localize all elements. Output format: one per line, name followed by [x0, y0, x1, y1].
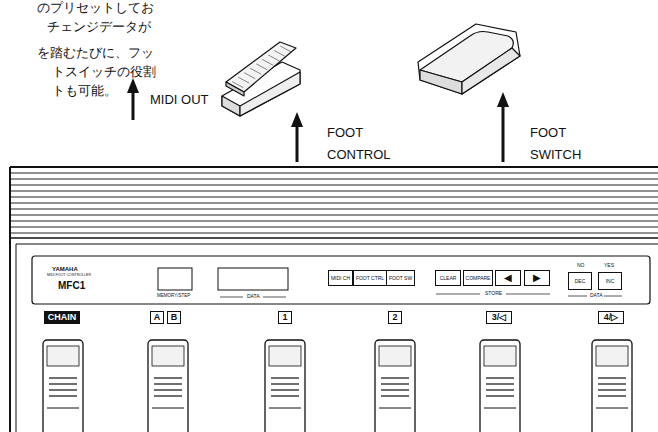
panel-button: DEC [568, 272, 592, 290]
button-text: FOOT CTRL [356, 276, 384, 281]
switch-label-box: A [150, 311, 164, 324]
panel-button: ▶ [524, 270, 550, 286]
button-text: 2 [392, 313, 397, 322]
caption-text: トスイッチの役割 [52, 65, 156, 79]
foot-control-pedal [222, 42, 300, 116]
switch-label-box: 1 [278, 311, 292, 324]
panel-button: FOOT CTRL [353, 270, 387, 286]
switch-label-box: 3/◁ [486, 311, 512, 324]
panel-legend: MEMORY/STEP [156, 294, 191, 299]
mfc1-housing [10, 167, 658, 432]
button-text: CHAIN [48, 313, 77, 322]
port-label: MIDI OUT [150, 93, 209, 107]
switch-label-box: B [167, 311, 181, 324]
button-text: A [154, 313, 161, 322]
panel-button: COMPARE [463, 270, 493, 286]
pedal-switch [480, 340, 520, 432]
model-subtitle: MIDI FOOT CONTROLLER [47, 274, 91, 278]
caption-text: チェンジデータが [47, 20, 151, 34]
panel-legend: STORE [484, 291, 503, 297]
model-name: MFC1 [58, 280, 85, 291]
button-text: ◀ [504, 273, 512, 283]
foot-switch-pedal [418, 24, 520, 94]
panel-legend: DATA [246, 294, 261, 300]
button-text: CLEAR [440, 276, 457, 281]
panel-legend: DATA [589, 293, 604, 299]
button-text: B [171, 313, 178, 322]
panel-legend: YES [604, 263, 614, 269]
button-text: MIDI CH [331, 276, 350, 281]
button-text: 1 [282, 313, 287, 322]
button-text: 4/▷ [604, 313, 619, 322]
panel-button: INC [598, 272, 622, 290]
panel-button: MIDI CH [328, 270, 353, 286]
pedal-switch [375, 340, 415, 432]
brand-logo: YAMAHA [52, 266, 78, 273]
button-text: DEC [575, 279, 586, 284]
panel-legend: NO [577, 263, 585, 269]
panel-button: ◀ [495, 270, 521, 286]
pedal-switch [265, 340, 305, 432]
panel-button: FOOT SW [386, 270, 415, 286]
switch-label-box: CHAIN [44, 311, 80, 324]
panel-button: CLEAR [435, 270, 461, 286]
pedal-switch [592, 340, 632, 432]
switch-label-box: 4/▷ [598, 311, 624, 324]
caption-text: を踏むたびに、フッ [37, 46, 154, 60]
port-label: FOOT CONTROL [327, 122, 391, 166]
button-text: ▶ [533, 273, 541, 283]
pedal-switch [148, 340, 188, 432]
port-label: FOOT SWITCH [530, 122, 590, 166]
pedal-switch [43, 340, 83, 432]
button-text: INC [606, 279, 615, 284]
button-text: 3/◁ [492, 313, 507, 322]
switch-label-box: 2 [388, 311, 402, 324]
button-text: COMPARE [466, 276, 491, 281]
button-text: FOOT SW [389, 276, 412, 281]
caption-text: トも可能。 [52, 84, 117, 98]
pedal-switches [43, 340, 632, 432]
caption-text: のプリセットしてお [37, 1, 154, 15]
